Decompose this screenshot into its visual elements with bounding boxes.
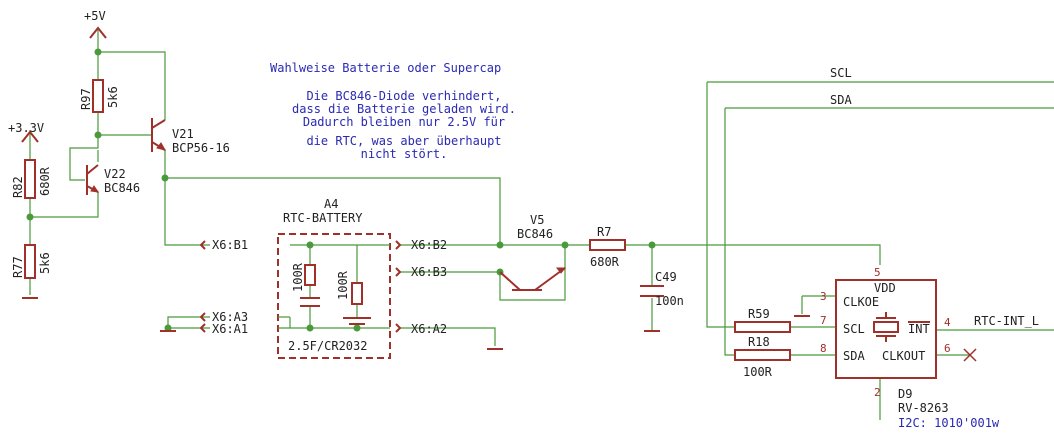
resistor-r97: R97 5k6 xyxy=(79,79,120,113)
note-line-2: dass die Batterie geladen wird. xyxy=(292,102,516,116)
net-rtc-int-label: RTC-INT_L xyxy=(974,314,1039,328)
d9-pin-clkout-num: 6 xyxy=(944,342,951,355)
connector-x6-b2: X6:B2 xyxy=(395,238,447,252)
v5-value: BC846 xyxy=(517,227,553,241)
r82-value: 680R xyxy=(38,166,52,196)
r7-value: 680R xyxy=(590,255,620,269)
v22-value: BC846 xyxy=(104,181,140,195)
a4-r-right: 100R xyxy=(336,270,350,300)
r77-value: 5k6 xyxy=(38,252,52,274)
d9-pin-clkoe-num: 3 xyxy=(820,290,827,303)
resistor-r7: R7 680R xyxy=(589,225,626,269)
r82-name: R82 xyxy=(11,176,25,198)
supply-5v-label: +5V xyxy=(84,9,106,23)
d9-address: I2C: 1010'001w xyxy=(898,416,1000,430)
a4-footer: 2.5F/CR2032 xyxy=(288,339,367,353)
a4-value: RTC-BATTERY xyxy=(283,211,363,225)
d9-pin-int: INT xyxy=(908,322,930,336)
v21-name: V21 xyxy=(172,127,194,141)
x6-a2-label: X6:A2 xyxy=(411,322,447,336)
r7-name: R7 xyxy=(597,225,611,239)
wires xyxy=(29,30,1054,420)
resistor-r18: R18 100R xyxy=(734,335,791,379)
no-connect-icon xyxy=(963,348,977,362)
note-line-1: Die BC846-Diode verhindert, xyxy=(306,89,501,103)
transistor-v21: V21 BCP56-16 xyxy=(151,118,230,155)
d9-pin-clkout: CLKOUT xyxy=(882,349,925,363)
d9-pin-int-num: 4 xyxy=(944,316,951,329)
supply-3v3: +3.3V xyxy=(8,121,44,143)
a4-r-left: 100R xyxy=(291,262,305,292)
x6-a1-label: X6:A1 xyxy=(212,322,248,336)
r59-name: R59 xyxy=(748,307,770,321)
v22-name: V22 xyxy=(104,167,126,181)
ground-symbols xyxy=(22,297,810,350)
x6-b3-label: X6:B3 xyxy=(411,265,447,279)
r18-name: R18 xyxy=(748,335,770,349)
d9-pin-sda: SDA xyxy=(843,349,865,363)
r97-value: 5k6 xyxy=(106,86,120,108)
crystal-icon xyxy=(873,312,899,342)
c49-value: 100n xyxy=(655,294,684,308)
r18-value: 100R xyxy=(743,365,773,379)
x6-b2-label: X6:B2 xyxy=(411,238,447,252)
d9-value: RV-8263 xyxy=(898,401,949,415)
net-sda-label: SDA xyxy=(830,93,852,107)
d9-pin-vdd-num: 5 xyxy=(874,266,881,279)
x6-b1-label: X6:B1 xyxy=(212,238,248,252)
r77-name: R77 xyxy=(11,256,25,278)
d9-pin-vdd: VDD xyxy=(874,281,896,295)
c49-name: C49 xyxy=(655,270,677,284)
d9-pin-clkoe: CLKOE xyxy=(843,295,879,309)
resistor-r82: R82 680R xyxy=(11,159,52,199)
note-line-4: die RTC, was aber überhaupt xyxy=(306,134,501,148)
connector-x6-b3: X6:B3 xyxy=(395,265,447,279)
rtc-battery-module: A4 RTC-BATTERY 100R 100R 2.5F/CR2032 xyxy=(277,197,391,359)
x6-a3-label: X6:A3 xyxy=(212,310,248,324)
net-scl-label: SCL xyxy=(830,66,852,80)
note-line-5: nicht stört. xyxy=(361,147,448,161)
connector-x6-a2: X6:A2 xyxy=(395,322,447,336)
d9-pin-gnd-num: 2 xyxy=(874,386,881,399)
transistor-v5: V5 BC846 xyxy=(499,213,567,291)
note-line-3: Dadurch bleiben nur 2.5V für xyxy=(303,115,505,129)
d9-pin-scl-num: 7 xyxy=(820,314,827,327)
rtc-chip-d9: 5 VDD 3 CLKOE 7 SCL 4 INT 8 SDA 6 CLKOUT… xyxy=(820,266,1000,430)
supply-5v: +5V xyxy=(84,9,107,39)
r97-name: R97 xyxy=(79,88,93,110)
note-title: Wahlweise Batterie oder Supercap xyxy=(270,61,501,75)
d9-pin-scl: SCL xyxy=(843,322,865,336)
connector-x6-a1: X6:A1 xyxy=(199,322,248,336)
v21-value: BCP56-16 xyxy=(172,141,230,155)
resistor-r59: R59 xyxy=(734,307,791,333)
d9-pin-sda-num: 8 xyxy=(820,342,827,355)
resistor-r77: R77 5k6 xyxy=(11,244,52,279)
connector-x6-b1: X6:B1 xyxy=(199,238,248,252)
a4-name: A4 xyxy=(324,197,338,211)
capacitor-c49: C49 100n xyxy=(640,270,684,308)
transistor-v22: V22 BC846 xyxy=(86,164,140,195)
supply-3v3-label: +3.3V xyxy=(8,121,44,135)
d9-name: D9 xyxy=(898,387,912,401)
connector-x6-a3: X6:A3 xyxy=(199,310,248,324)
v5-name: V5 xyxy=(530,213,544,227)
design-note: Wahlweise Batterie oder Supercap Die BC8… xyxy=(270,61,516,161)
